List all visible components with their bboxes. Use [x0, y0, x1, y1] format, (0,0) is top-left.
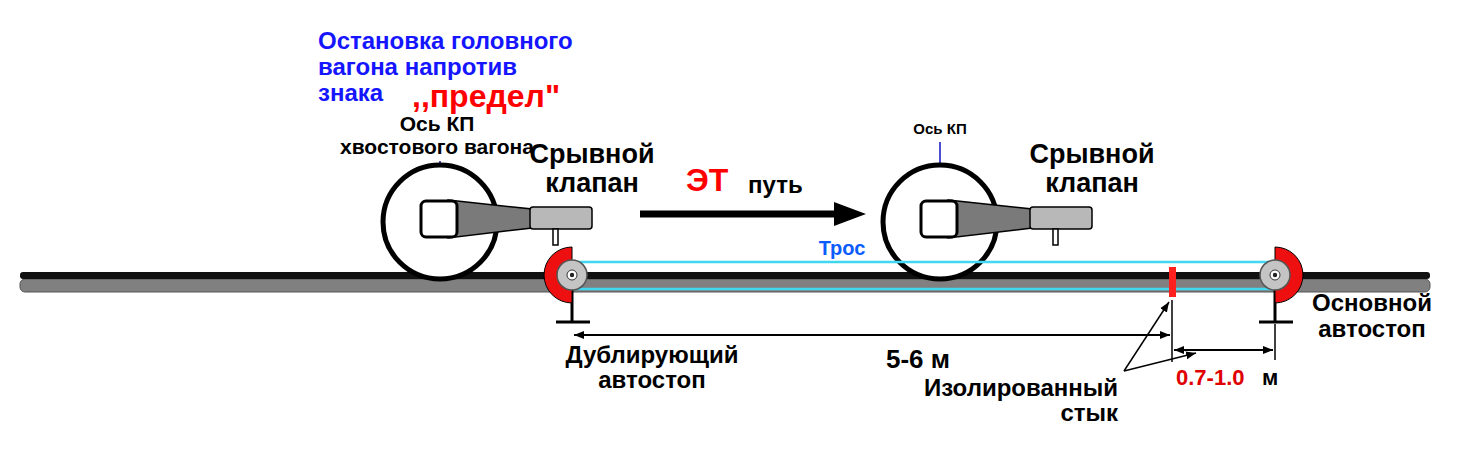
dimension-label: 5-6 м [886, 345, 950, 373]
text-line: стык [924, 400, 1118, 425]
axis-label: Ось КП [913, 120, 966, 137]
extension-line [1274, 324, 1276, 360]
axle-box [421, 201, 457, 237]
text-line: Основной [1312, 290, 1432, 316]
part-name: Срывной клапан [529, 140, 654, 198]
autostop-hub [1270, 270, 1280, 280]
dimension-line [1174, 349, 1273, 351]
rail-base [20, 279, 1430, 292]
autostop-base [556, 321, 590, 324]
text-line: Дублирующий [566, 342, 739, 367]
text-line: хвостового вагона [340, 135, 534, 158]
sign-name: ,,предел" [412, 80, 560, 112]
autostop-drum [557, 260, 587, 290]
valve-pin [1053, 229, 1058, 245]
autostop-drum [1260, 260, 1290, 290]
dimension-label: м [1262, 366, 1278, 390]
text-line: клапан [1029, 169, 1154, 198]
trip-valve [1030, 207, 1092, 229]
extension-line [1171, 300, 1173, 362]
direction-arrowhead [834, 202, 866, 226]
text-line: Срывной [1029, 140, 1154, 169]
text-line: вагона напротив [318, 54, 573, 80]
part-name: Дублирующий автостоп [566, 342, 739, 392]
text-line: Срывной [529, 140, 654, 169]
valve-arm [948, 200, 1032, 238]
part-name: Изолированный стык [924, 375, 1118, 425]
dimension-line [574, 334, 1170, 336]
autostop [1259, 247, 1303, 322]
dimension-label: 0.7-1.0 [1176, 366, 1245, 390]
direction-arrow [640, 211, 838, 218]
text-line: Ось КП [340, 112, 534, 135]
axle-box [921, 201, 957, 237]
insulated-joint [1169, 267, 1176, 297]
autostop-hub [570, 273, 574, 277]
rail-head [20, 272, 1430, 279]
text-line: Остановка головного [318, 28, 573, 54]
leader-line [1124, 302, 1169, 371]
valve-pin [553, 229, 558, 245]
trip-valve [530, 207, 592, 229]
text-line: автостоп [566, 367, 739, 392]
autostop [544, 247, 590, 322]
part-name: Срывной клапан [1029, 140, 1154, 198]
part-name: Трос [819, 238, 866, 259]
cable [572, 261, 1275, 264]
brake-label: путь [748, 172, 803, 198]
autostop-hub [1273, 273, 1277, 277]
autostop-hub [567, 270, 577, 280]
brake-label: ЭТ [686, 163, 728, 197]
text-line: клапан [529, 169, 654, 198]
autostop-base [1259, 321, 1293, 324]
axis-label: Ось КП хвостового вагона [340, 112, 534, 158]
part-name: Основной автостоп [1312, 290, 1432, 342]
text-line: автостоп [1312, 316, 1432, 342]
text-line: Изолированный [924, 375, 1118, 400]
valve-arm [448, 200, 532, 238]
